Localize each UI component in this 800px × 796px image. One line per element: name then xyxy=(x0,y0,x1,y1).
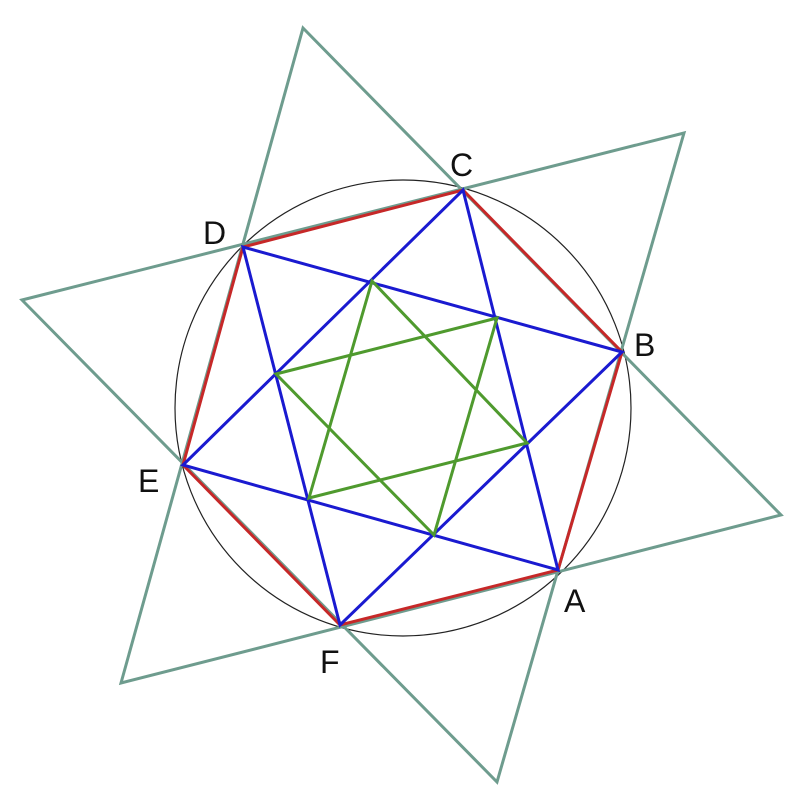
label-e: E xyxy=(138,463,159,499)
blue-triangle-bdf xyxy=(240,244,625,628)
green-triangle-1 xyxy=(306,278,530,501)
label-b: B xyxy=(634,327,655,363)
blue-triangle-ace xyxy=(180,187,561,573)
outer-triangle-2 xyxy=(19,130,687,785)
green-triangle-2 xyxy=(273,315,500,538)
label-f: F xyxy=(320,644,340,680)
label-c: C xyxy=(450,147,473,183)
label-a: A xyxy=(564,583,586,619)
circumscribed-circle xyxy=(174,179,632,637)
outer-triangle-1 xyxy=(118,25,784,686)
label-d: D xyxy=(203,215,226,251)
